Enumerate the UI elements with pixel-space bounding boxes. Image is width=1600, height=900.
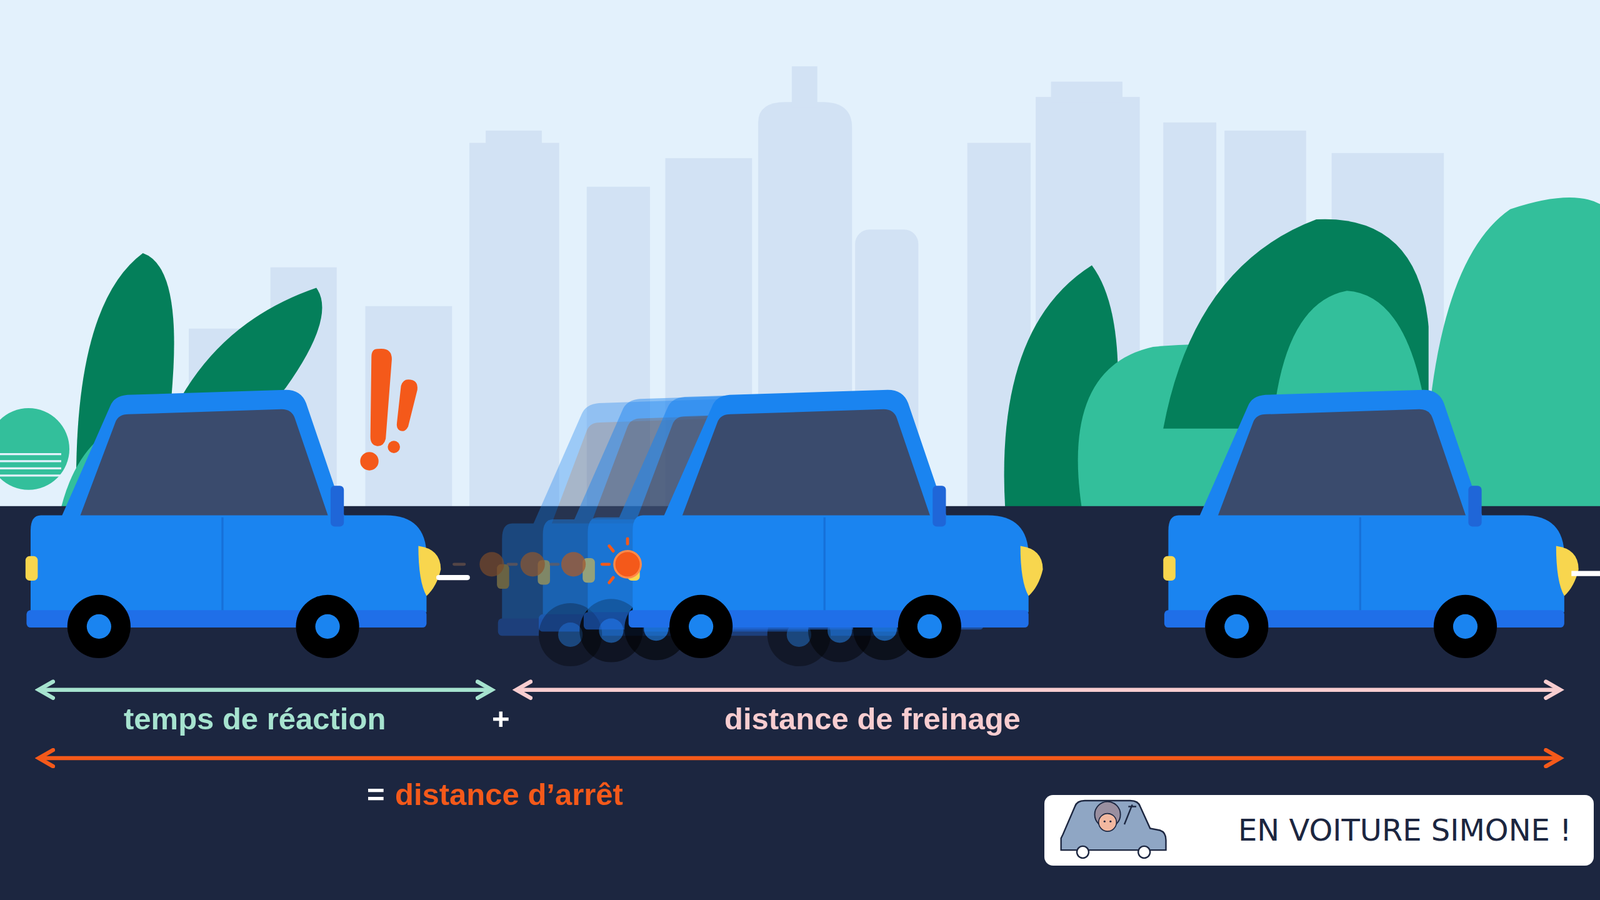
equals-sign: = bbox=[366, 778, 385, 812]
dimension-label: temps de réaction bbox=[123, 702, 386, 737]
dimension-label: distance de freinage bbox=[724, 702, 1021, 737]
logo-text: EN VOITURE SIMONE ! bbox=[1238, 813, 1594, 847]
logo-car-icon bbox=[1053, 783, 1172, 865]
logo-box: EN VOITURE SIMONE ! bbox=[1044, 795, 1594, 866]
plus-sign: + bbox=[491, 702, 510, 737]
dimension-label: distance d’arrêt bbox=[395, 778, 624, 812]
